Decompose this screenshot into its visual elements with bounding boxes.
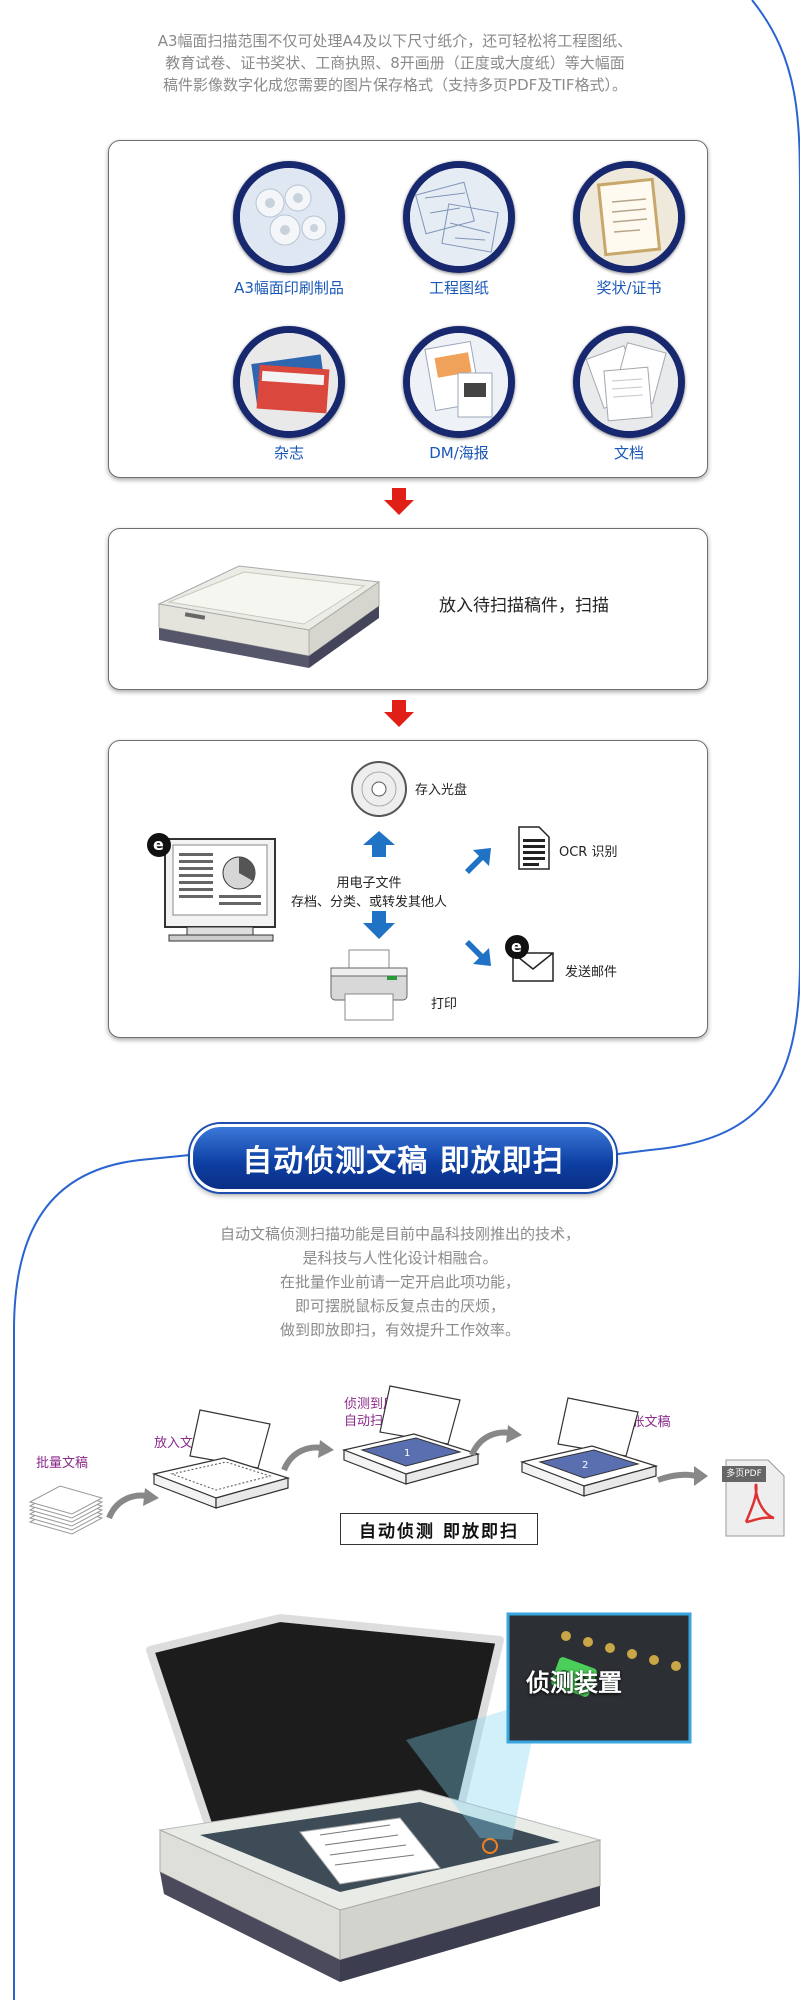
doc-type-label: A3幅面印刷制品 — [234, 279, 344, 297]
pdf-file-icon: 多页PDF — [722, 1458, 788, 1538]
description-line-1: 自动文稿侦测扫描功能是目前中晶科技刚推出的技术， — [219, 1225, 580, 1243]
email-icon: e — [505, 935, 554, 982]
scanner-second-icon: 2 — [519, 1397, 658, 1497]
center-caption-line-1: 用电子文件 — [336, 876, 402, 891]
scanner-photo — [146, 1614, 602, 1982]
doc-type-certificate: 奖状/证书 — [564, 161, 694, 298]
printer-icon — [330, 949, 408, 1021]
auto-detect-description: 自动文稿侦测扫描功能是目前中晶科技刚推出的技术， 是科技与人性化设计相融合。 在… — [150, 1222, 650, 1342]
scan-panel: 放入待扫描稿件，扫描 — [108, 528, 708, 690]
blueprint-icon — [410, 168, 508, 266]
cd-label: 存入光盘 — [415, 783, 468, 798]
svg-text:e: e — [511, 937, 522, 956]
detect-label-line-1: 侦测到后 — [344, 1397, 397, 1412]
rolled-prints-icon — [240, 168, 338, 266]
doc-type-label: 工程图纸 — [428, 279, 489, 297]
arrow-downright-icon — [465, 940, 491, 966]
svg-text:2: 2 — [582, 1460, 588, 1471]
arrow-upright-icon — [465, 848, 491, 874]
document-types-panel: A3幅面印刷制品 工程图纸 — [108, 140, 708, 478]
certificate-icon — [580, 168, 678, 266]
up-arrow-icon — [363, 831, 395, 857]
down-arrow-icon — [363, 911, 395, 939]
doc-type-poster: DM/海报 — [394, 326, 524, 463]
description-line-2: 是科技与人性化设计相融合。 — [302, 1249, 498, 1267]
description-line-4: 即可摆脱鼠标反复点击的厌烦， — [294, 1297, 505, 1315]
doc-type-label: 杂志 — [273, 444, 304, 462]
curved-arrow-icon — [281, 1440, 334, 1472]
doc-type-document: 文档 — [564, 326, 694, 463]
doc-type-magazine: 杂志 — [224, 326, 354, 463]
email-label: 发送邮件 — [565, 965, 618, 980]
banner-title: 自动侦测文稿 即放即扫 — [242, 1144, 564, 1179]
doc-type-label: 奖状/证书 — [596, 279, 662, 297]
description-line-5: 做到即放即扫，有效提升工作效率。 — [279, 1321, 520, 1339]
svg-text:1: 1 — [404, 1448, 410, 1459]
print-label: 打印 — [431, 997, 458, 1012]
center-caption: 用电子文件 存档、分类、或转发其他人 — [249, 874, 489, 912]
ocr-document-icon — [518, 826, 550, 870]
doc-type-label: DM/海报 — [429, 444, 489, 462]
curved-arrow-icon — [469, 1425, 522, 1457]
output-panel: e 存入光盘 用电子文件 存档、分类、或转发其他人 OCR 识别 e 发送邮件 — [108, 740, 708, 1038]
svg-text:e: e — [153, 835, 164, 854]
workflow-tagline: 自动侦测 即放即扫 — [340, 1513, 538, 1545]
intro-text: A3幅面扫描范围不仅可处理A4及以下尺寸纸介，还可轻松将工程图纸、 教育试卷、证… — [90, 30, 700, 96]
auto-detect-banner: 自动侦测文稿 即放即扫 — [190, 1124, 616, 1192]
pdf-tag: 多页PDF — [722, 1466, 766, 1482]
magazine-icon — [240, 333, 338, 431]
scanner-open-icon — [151, 1409, 290, 1509]
center-caption-line-2: 存档、分类、或转发其他人 — [290, 895, 447, 910]
curved-arrow-icon — [106, 1488, 159, 1520]
ocr-label: OCR 识别 — [559, 845, 618, 860]
description-line-3: 在批量作业前请一定开启此项功能， — [279, 1273, 520, 1291]
scanner-icon — [157, 565, 381, 668]
doc-type-blueprint: 工程图纸 — [394, 161, 524, 298]
scanner-detect-icon: 1 — [341, 1385, 480, 1485]
doc-type-label: 文档 — [613, 444, 644, 462]
detection-sensor-inset — [506, 1612, 692, 1744]
batch-docs-label: 批量文稿 — [36, 1456, 89, 1471]
monitor-icon: e — [147, 833, 276, 942]
doc-type-prints: A3幅面印刷制品 — [224, 161, 354, 298]
document-pile-icon — [580, 333, 678, 431]
straight-arrow-icon — [656, 1466, 708, 1486]
paper-stack-icon — [28, 1485, 104, 1535]
poster-icon — [410, 333, 508, 431]
intro-line-3: 稿件影像数字化成您需要的图片保存格式（支持多页PDF及TIF格式）。 — [163, 76, 627, 94]
scan-step-text: 放入待扫描稿件，扫描 — [439, 596, 609, 616]
intro-line-1: A3幅面扫描范围不仅可处理A4及以下尺寸纸介，还可轻松将工程图纸、 — [157, 32, 633, 50]
intro-line-2: 教育试卷、证书奖状、工商执照、8开画册（正度或大度纸）等大幅面 — [165, 54, 625, 72]
sensor-label: 侦测装置 — [526, 1669, 622, 1697]
cd-icon — [351, 761, 407, 817]
